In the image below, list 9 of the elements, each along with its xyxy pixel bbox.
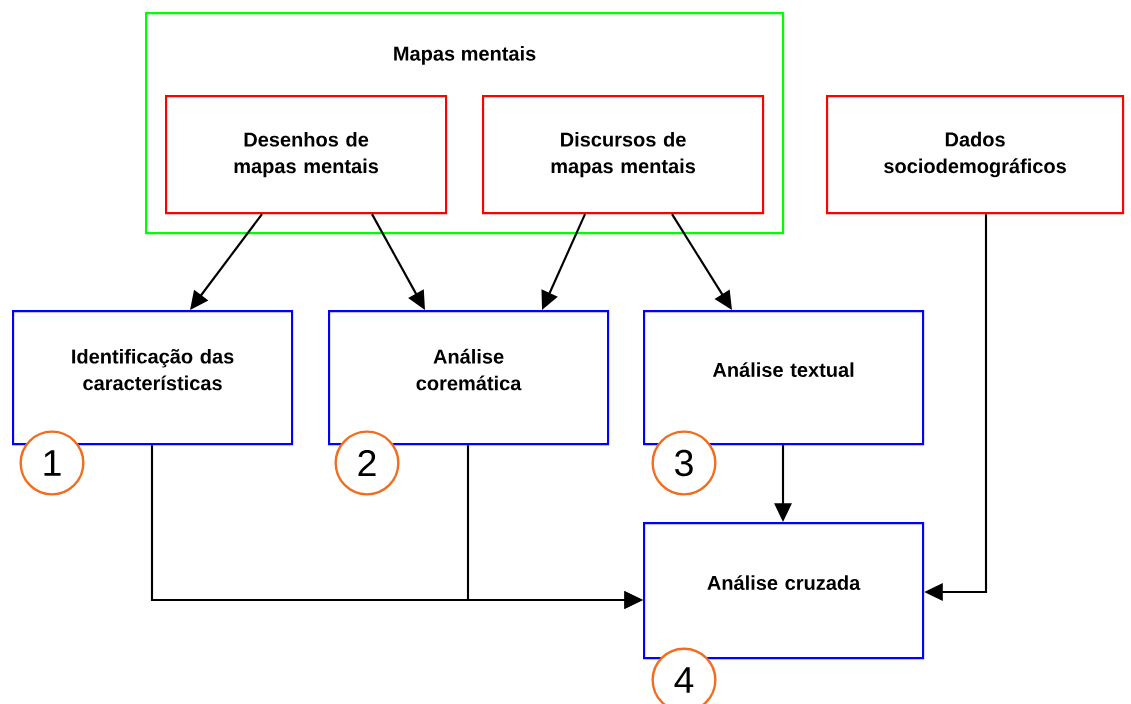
source-box: Dados sociodemográficos [826,95,1125,215]
source-box: Discursos de mapas mentais [482,95,765,215]
node-label: 4 [674,667,694,693]
process-box: Análise coremática [328,310,610,446]
process-box: Análise cruzada [643,522,925,660]
process-box: Análise textual [643,310,925,446]
process-box: Identificação das características [12,310,294,446]
arrow [190,213,263,310]
source-box: Desenhos de mapas mentais [165,95,448,215]
